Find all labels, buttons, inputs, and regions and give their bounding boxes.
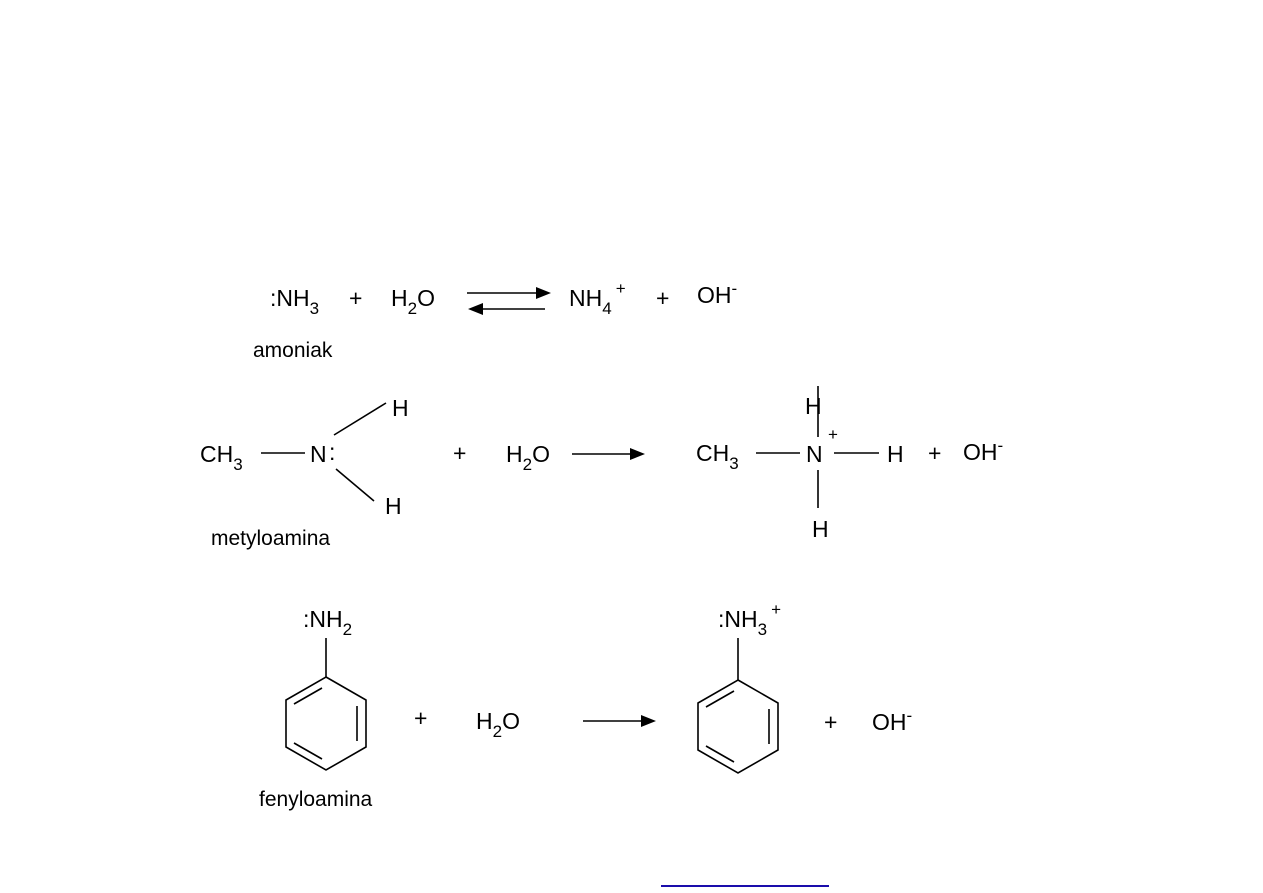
n-h-bond xyxy=(335,468,375,502)
compound-name-fenyloamina: fenyloamina xyxy=(259,788,373,811)
hydrogen-atom: H xyxy=(805,393,822,419)
plus-sign: + xyxy=(414,705,427,731)
hydrogen-atom: H xyxy=(385,493,402,519)
plus-sign: + xyxy=(928,440,941,466)
reaction-arrow xyxy=(572,448,645,460)
reaction-aniline: :NH2 + H2O :NH3+ + OH- fenyloamina xyxy=(259,600,912,811)
nitrogen-atom: N xyxy=(310,441,327,467)
hydroxide-formula: OH- xyxy=(963,436,1003,465)
compound-name-amoniak: amoniak xyxy=(253,339,333,362)
hydroxide-formula: OH- xyxy=(872,706,912,735)
plus-sign: + xyxy=(453,440,466,466)
water-formula: H2O xyxy=(476,708,520,741)
hydroxide-formula: OH- xyxy=(697,279,737,308)
benzene-ring xyxy=(285,676,367,771)
n-h-bond xyxy=(333,402,387,436)
reaction-methylamine: CH3 N : H H + H2O CH3 N + H H H + OH- me… xyxy=(200,386,1003,550)
hydrogen-atom: H xyxy=(392,395,409,421)
water-formula: H2O xyxy=(391,285,435,318)
amino-group: :NH2 xyxy=(303,606,352,639)
benzene-ring xyxy=(697,679,779,774)
plus-sign: + xyxy=(349,285,362,311)
ammonium-group: :NH3+ xyxy=(718,600,781,639)
water-formula: H2O xyxy=(506,441,550,474)
ammonia-formula: :NH3 xyxy=(270,285,319,318)
methyl-group: CH3 xyxy=(696,440,739,473)
equilibrium-arrow xyxy=(467,287,551,315)
ammonium-formula: NH4+ xyxy=(569,279,626,318)
hydrogen-atom: H xyxy=(812,516,829,542)
positive-charge: + xyxy=(828,425,838,444)
compound-name-metyloamina: metyloamina xyxy=(211,527,330,550)
reaction-arrow xyxy=(583,715,656,727)
lone-pair: : xyxy=(329,439,335,465)
methyl-group: CH3 xyxy=(200,441,243,474)
plus-sign: + xyxy=(656,285,669,311)
plus-sign: + xyxy=(824,709,837,735)
hydrogen-atom: H xyxy=(887,441,904,467)
nitrogen-atom: N xyxy=(806,441,823,467)
reaction-ammonia: :NH3 + H2O NH4+ + OH- amoniak xyxy=(253,279,737,362)
